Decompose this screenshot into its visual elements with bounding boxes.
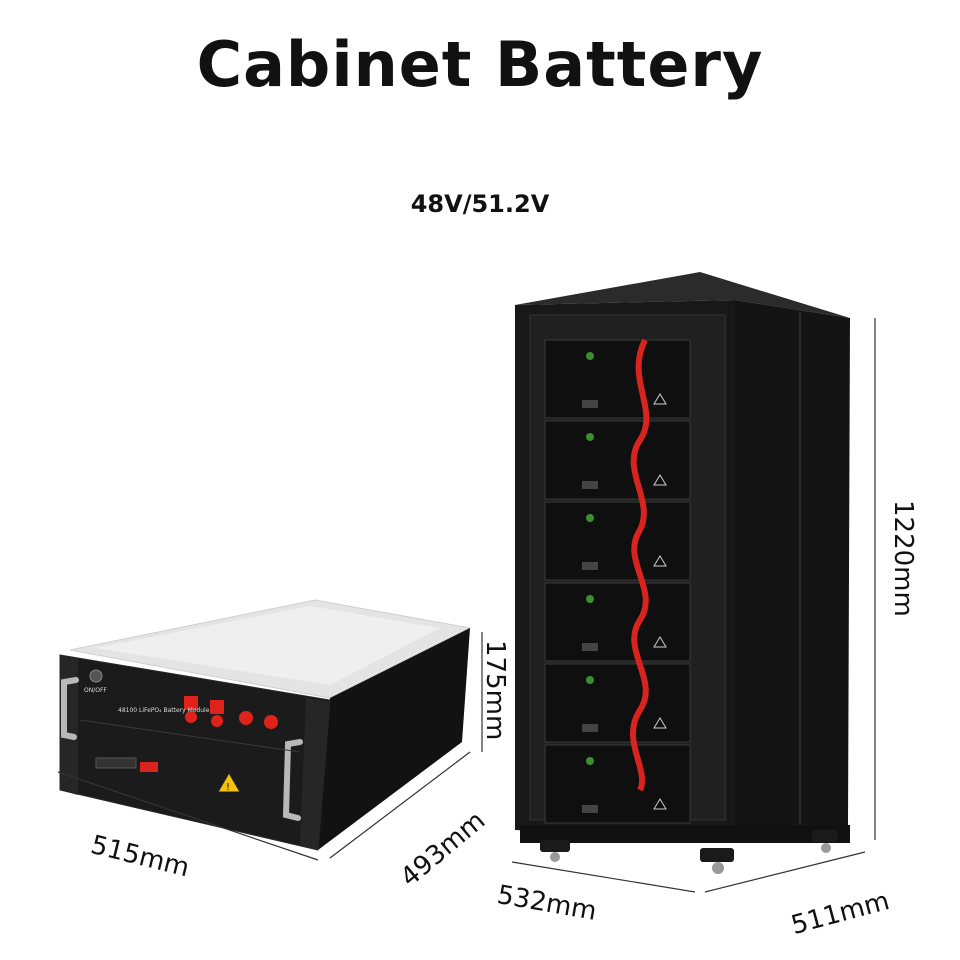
module-port bbox=[582, 562, 598, 570]
power-switch-icon bbox=[89, 669, 103, 683]
cabinet-module-3 bbox=[544, 501, 691, 581]
left-handle bbox=[61, 677, 79, 740]
brand-logo-icon bbox=[586, 676, 594, 684]
cabinet-module-4 bbox=[544, 582, 691, 662]
module-port bbox=[582, 724, 598, 732]
module-dimension-lines bbox=[57, 632, 483, 861]
brand-logo-icon bbox=[586, 433, 594, 441]
svg-text:!: ! bbox=[226, 782, 230, 793]
warning-icon bbox=[653, 474, 667, 486]
page-title: Cabinet Battery bbox=[196, 28, 764, 101]
brand-logo-icon bbox=[586, 595, 594, 603]
right-handle bbox=[282, 739, 303, 821]
terminals bbox=[184, 696, 278, 729]
module-port bbox=[582, 481, 598, 489]
warning-icon bbox=[653, 798, 667, 810]
module-port bbox=[582, 805, 598, 813]
cabinet-module-6 bbox=[544, 744, 691, 824]
warning-icon bbox=[653, 393, 667, 405]
cabinet-modules bbox=[544, 339, 691, 824]
module-name-label: 48100 LiFePO₄ Battery Module bbox=[118, 707, 210, 714]
warning-icon bbox=[653, 717, 667, 729]
warning-icon bbox=[217, 772, 241, 793]
cabinet-module-2 bbox=[544, 420, 691, 500]
module-height-label: 175mm bbox=[480, 640, 510, 741]
power-cable bbox=[629, 338, 650, 792]
battery-module: ! ON/OFF 48100 LiFePO₄ Battery Module bbox=[59, 599, 472, 851]
cabinet-dimension-lines bbox=[511, 318, 876, 893]
voltage-label: 48V/51.2V bbox=[410, 190, 550, 218]
cabinet-module-1 bbox=[544, 339, 691, 419]
module-port bbox=[582, 643, 598, 651]
cabinet-height-label: 1220mm bbox=[888, 500, 918, 617]
cabinet-module-5 bbox=[544, 663, 691, 743]
brand-logo-icon bbox=[586, 514, 594, 522]
brand-logo-icon bbox=[586, 352, 594, 360]
brand-logo-icon bbox=[586, 757, 594, 765]
switch-label: ON/OFF bbox=[84, 687, 107, 694]
module-port bbox=[582, 400, 598, 408]
warning-icon bbox=[653, 636, 667, 648]
warning-icon bbox=[653, 555, 667, 567]
